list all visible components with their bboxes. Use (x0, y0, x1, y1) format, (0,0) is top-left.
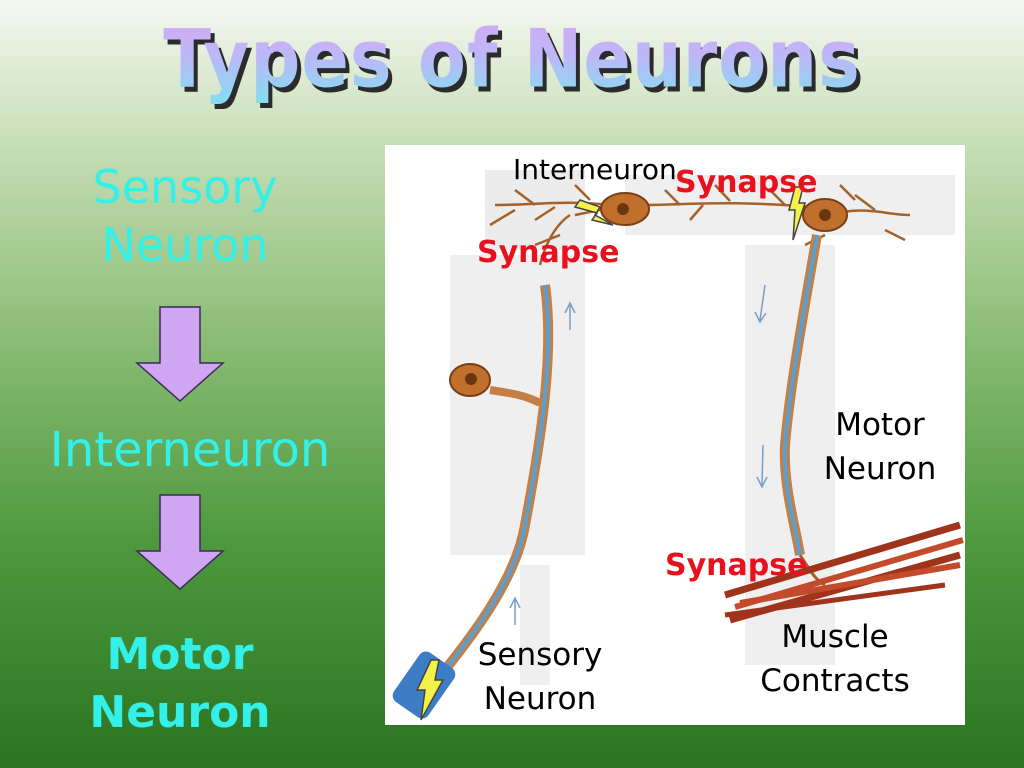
sensory-neuron-label: Sensory Neuron (477, 637, 603, 717)
down-arrow-icon (135, 306, 225, 403)
page-title: Types of Neurons (0, 12, 1024, 106)
down-arrow-icon (135, 494, 225, 591)
synapse-bolt-icon (788, 186, 807, 241)
muscle-contracts-label: Muscle Contracts (760, 619, 910, 699)
muscle-fibers (724, 521, 964, 624)
interneuron-label: Interneuron (513, 153, 677, 186)
synapse-label-bottom: Synapse (665, 548, 808, 583)
flow-motor-neuron: Motor Neuron (89, 629, 271, 738)
flow-sensory-neuron: Sensory Neuron (92, 160, 278, 272)
synapse-label-top-right: Synapse (675, 165, 818, 200)
synapse-bolt-icon (415, 659, 445, 721)
page-title-shadow: Types of Neurons (4, 17, 1024, 111)
neuron-diagram: Interneuron Synapse Synapse Motor Neuron… (385, 145, 965, 725)
synapse-label-top-left: Synapse (477, 235, 620, 270)
synapse-bolt-icon (573, 199, 614, 226)
motor-neuron-label: Motor Neuron (823, 407, 937, 487)
flow-interneuron: Interneuron (49, 422, 331, 478)
neuron-illustration (392, 170, 964, 721)
